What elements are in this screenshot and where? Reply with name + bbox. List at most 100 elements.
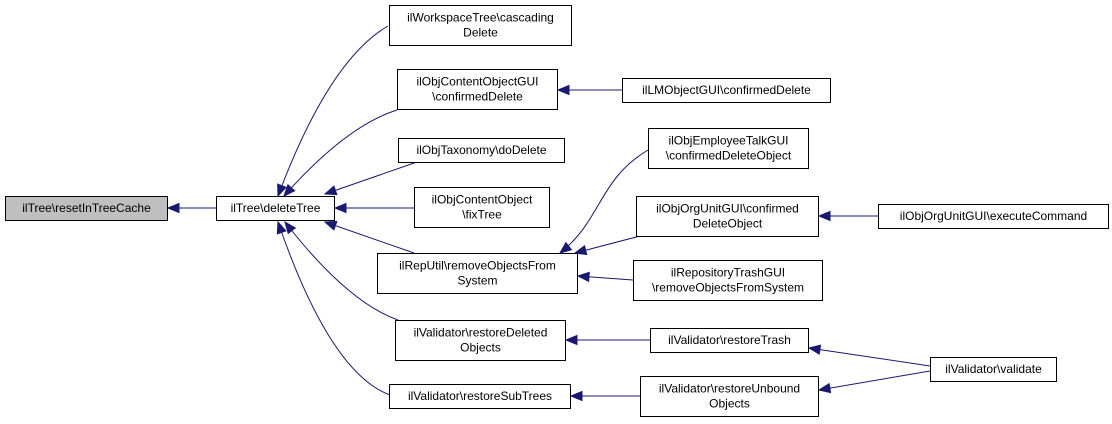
arrowhead-icon (323, 220, 338, 231)
node-box (633, 260, 823, 301)
node-validator-restore-sub-trees[interactable]: ilValidator\restoreSubTrees (389, 384, 571, 409)
arrowhead-icon (276, 220, 287, 235)
node-label: \confirmedDelete (432, 90, 523, 104)
edge-validator-validate-to-validator-restore-unbound (817, 370, 931, 394)
node-label: ilObjContentObject (432, 193, 533, 207)
node-emp-talk-confirmed-delete[interactable]: ilObjEmployeeTalkGUI\confirmedDeleteObje… (648, 128, 809, 169)
node-box (377, 253, 578, 294)
edge-content-obj-gui-confirmed-delete-to-delete-tree (283, 109, 398, 197)
edge-line (324, 221, 415, 254)
node-label: \fixTree (462, 208, 502, 222)
node-lm-obj-gui-confirmed-delete[interactable]: ilLMObjectGUI\confirmedDelete (622, 78, 831, 103)
node-rep-util-remove[interactable]: ilRepUtil\removeObjectsFromSystem (377, 253, 578, 294)
node-org-unit-confirmed-delete[interactable]: ilObjOrgUnitGUI\confirmedDeleteObject (636, 196, 819, 237)
node-repo-trash-remove[interactable]: ilRepositoryTrashGUI\removeObjectsFromSy… (633, 260, 823, 301)
node-label: ilTree\deleteTree (231, 201, 321, 215)
edge-validator-validate-to-validator-restore-trash (807, 344, 931, 367)
node-label: Delete (463, 26, 498, 40)
edge-validator-restore-deleted-to-delete-tree (284, 220, 399, 321)
node-box (636, 196, 819, 237)
edge-delete-tree-to-reset-in-tree-cache (166, 202, 216, 214)
node-label: ilValidator\restoreDeleted (414, 326, 548, 340)
arrowhead-icon (576, 271, 590, 283)
node-label: ilObjTaxonomy\doDelete (416, 143, 546, 157)
node-label: ilValidator\restoreUnbound (659, 382, 800, 396)
node-delete-tree[interactable]: ilTree\deleteTree (216, 196, 335, 221)
node-label: \confirmedDeleteObject (666, 149, 792, 163)
node-box (650, 328, 809, 353)
node-label: ilObjContentObjectGUI (416, 75, 538, 89)
node-label: ilTree\resetInTreeCache (22, 201, 151, 215)
node-label: ilObjEmployeeTalkGUI (668, 134, 788, 148)
node-box (389, 384, 571, 409)
edges-layer (166, 25, 931, 402)
node-label: ilObjOrgUnitGUI\executeCommand (900, 209, 1087, 223)
arrowhead-icon (284, 220, 297, 235)
node-label: Objects (460, 341, 501, 355)
edge-line (818, 370, 931, 391)
arrowhead-icon (333, 202, 347, 214)
node-box (389, 5, 572, 46)
edge-line (284, 221, 399, 321)
nodes-layer: ilTree\resetInTreeCache ilTree\deleteTree… (5, 5, 1109, 417)
arrowhead-icon (166, 202, 180, 214)
node-label: Objects (709, 397, 750, 411)
node-reset-in-tree-cache[interactable]: ilTree\resetInTreeCache (5, 196, 168, 221)
edge-validator-restore-sub-trees-to-delete-tree (276, 220, 391, 396)
arrowhead-icon (807, 344, 822, 355)
node-content-obj-fix-tree[interactable]: ilObjContentObject\fixTree (414, 187, 550, 228)
arrowhead-icon (817, 210, 831, 222)
edge-validator-restore-unbound-to-validator-restore-sub-trees (569, 390, 640, 402)
edge-validator-restore-trash-to-validator-restore-deleted (564, 334, 650, 346)
arrowhead-icon (573, 245, 588, 256)
node-content-obj-gui-confirmed-delete[interactable]: ilObjContentObjectGUI\confirmedDelete (397, 69, 558, 110)
node-box (5, 196, 168, 221)
node-label: ilObjOrgUnitGUI\confirmed (656, 202, 799, 216)
node-taxonomy-do-delete[interactable]: ilObjTaxonomy\doDelete (398, 138, 565, 163)
arrowhead-icon (558, 241, 573, 254)
node-validator-validate[interactable]: ilValidator\validate (930, 357, 1057, 382)
edge-content-obj-fix-tree-to-delete-tree (333, 202, 414, 214)
edge-emp-talk-confirmed-delete-to-rep-util-remove (558, 149, 649, 254)
node-label: ilRepUtil\removeObjectsFrom (399, 259, 556, 273)
arrowhead-icon (277, 183, 287, 198)
node-label: ilValidator\restoreSubTrees (408, 389, 552, 403)
arrowhead-icon (817, 382, 832, 394)
edge-taxonomy-do-delete-to-delete-tree (323, 161, 418, 196)
arrowhead-icon (323, 185, 338, 196)
edge-line (808, 347, 931, 367)
edge-line (277, 221, 391, 396)
node-box (398, 138, 565, 163)
node-label: ilRepositoryTrashGUI (671, 266, 785, 280)
node-label: System (457, 274, 497, 288)
node-box (395, 320, 566, 361)
node-box (640, 376, 819, 417)
edge-line (277, 25, 389, 197)
arrowhead-icon (564, 334, 578, 346)
node-label: DeleteObject (693, 217, 763, 231)
node-box (414, 187, 550, 228)
node-box (216, 196, 335, 221)
node-label: ilWorkspaceTree\cascading (407, 11, 554, 25)
edge-repo-trash-remove-to-rep-util-remove (576, 271, 634, 283)
edge-org-unit-execute-command-to-org-unit-confirmed-delete (817, 210, 878, 222)
node-box (930, 357, 1057, 382)
node-validator-restore-trash[interactable]: ilValidator\restoreTrash (650, 328, 809, 353)
arrowhead-icon (556, 84, 570, 96)
edge-rep-util-remove-to-delete-tree (323, 220, 415, 254)
edge-line (324, 161, 418, 195)
node-box (648, 128, 809, 169)
node-label: ilLMObjectGUI\confirmedDelete (642, 83, 811, 97)
edge-org-unit-confirmed-delete-to-rep-util-remove (573, 235, 641, 256)
node-org-unit-execute-command[interactable]: ilObjOrgUnitGUI\executeCommand (878, 204, 1109, 229)
edge-line (559, 149, 649, 254)
node-label: ilValidator\validate (945, 362, 1042, 376)
node-label: ilValidator\restoreTrash (668, 333, 791, 347)
node-box (622, 78, 831, 103)
node-box (878, 204, 1109, 229)
arrowhead-icon (569, 390, 583, 402)
